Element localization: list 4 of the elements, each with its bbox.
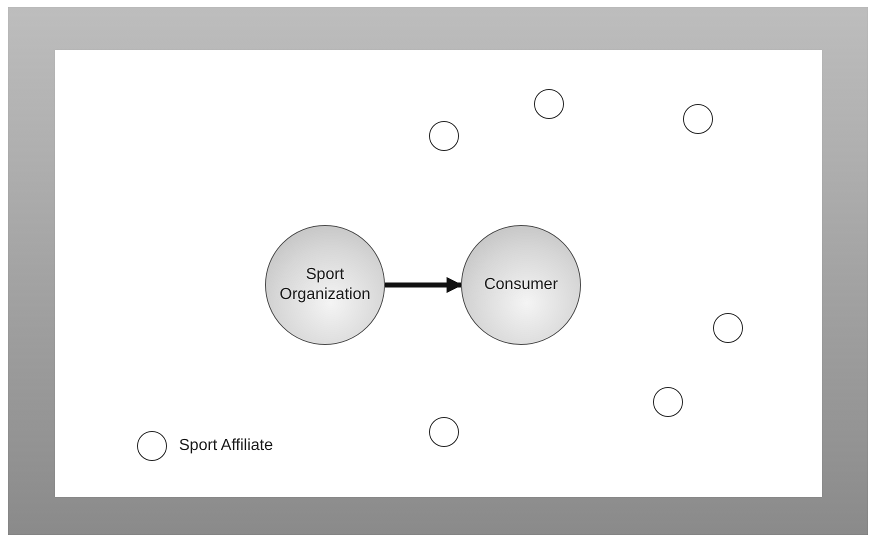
arrow	[385, 277, 463, 293]
node-label: Sport Organization	[278, 265, 372, 305]
legend-label: Sport Affiliate	[179, 436, 273, 456]
node-label: Consumer	[484, 275, 558, 295]
